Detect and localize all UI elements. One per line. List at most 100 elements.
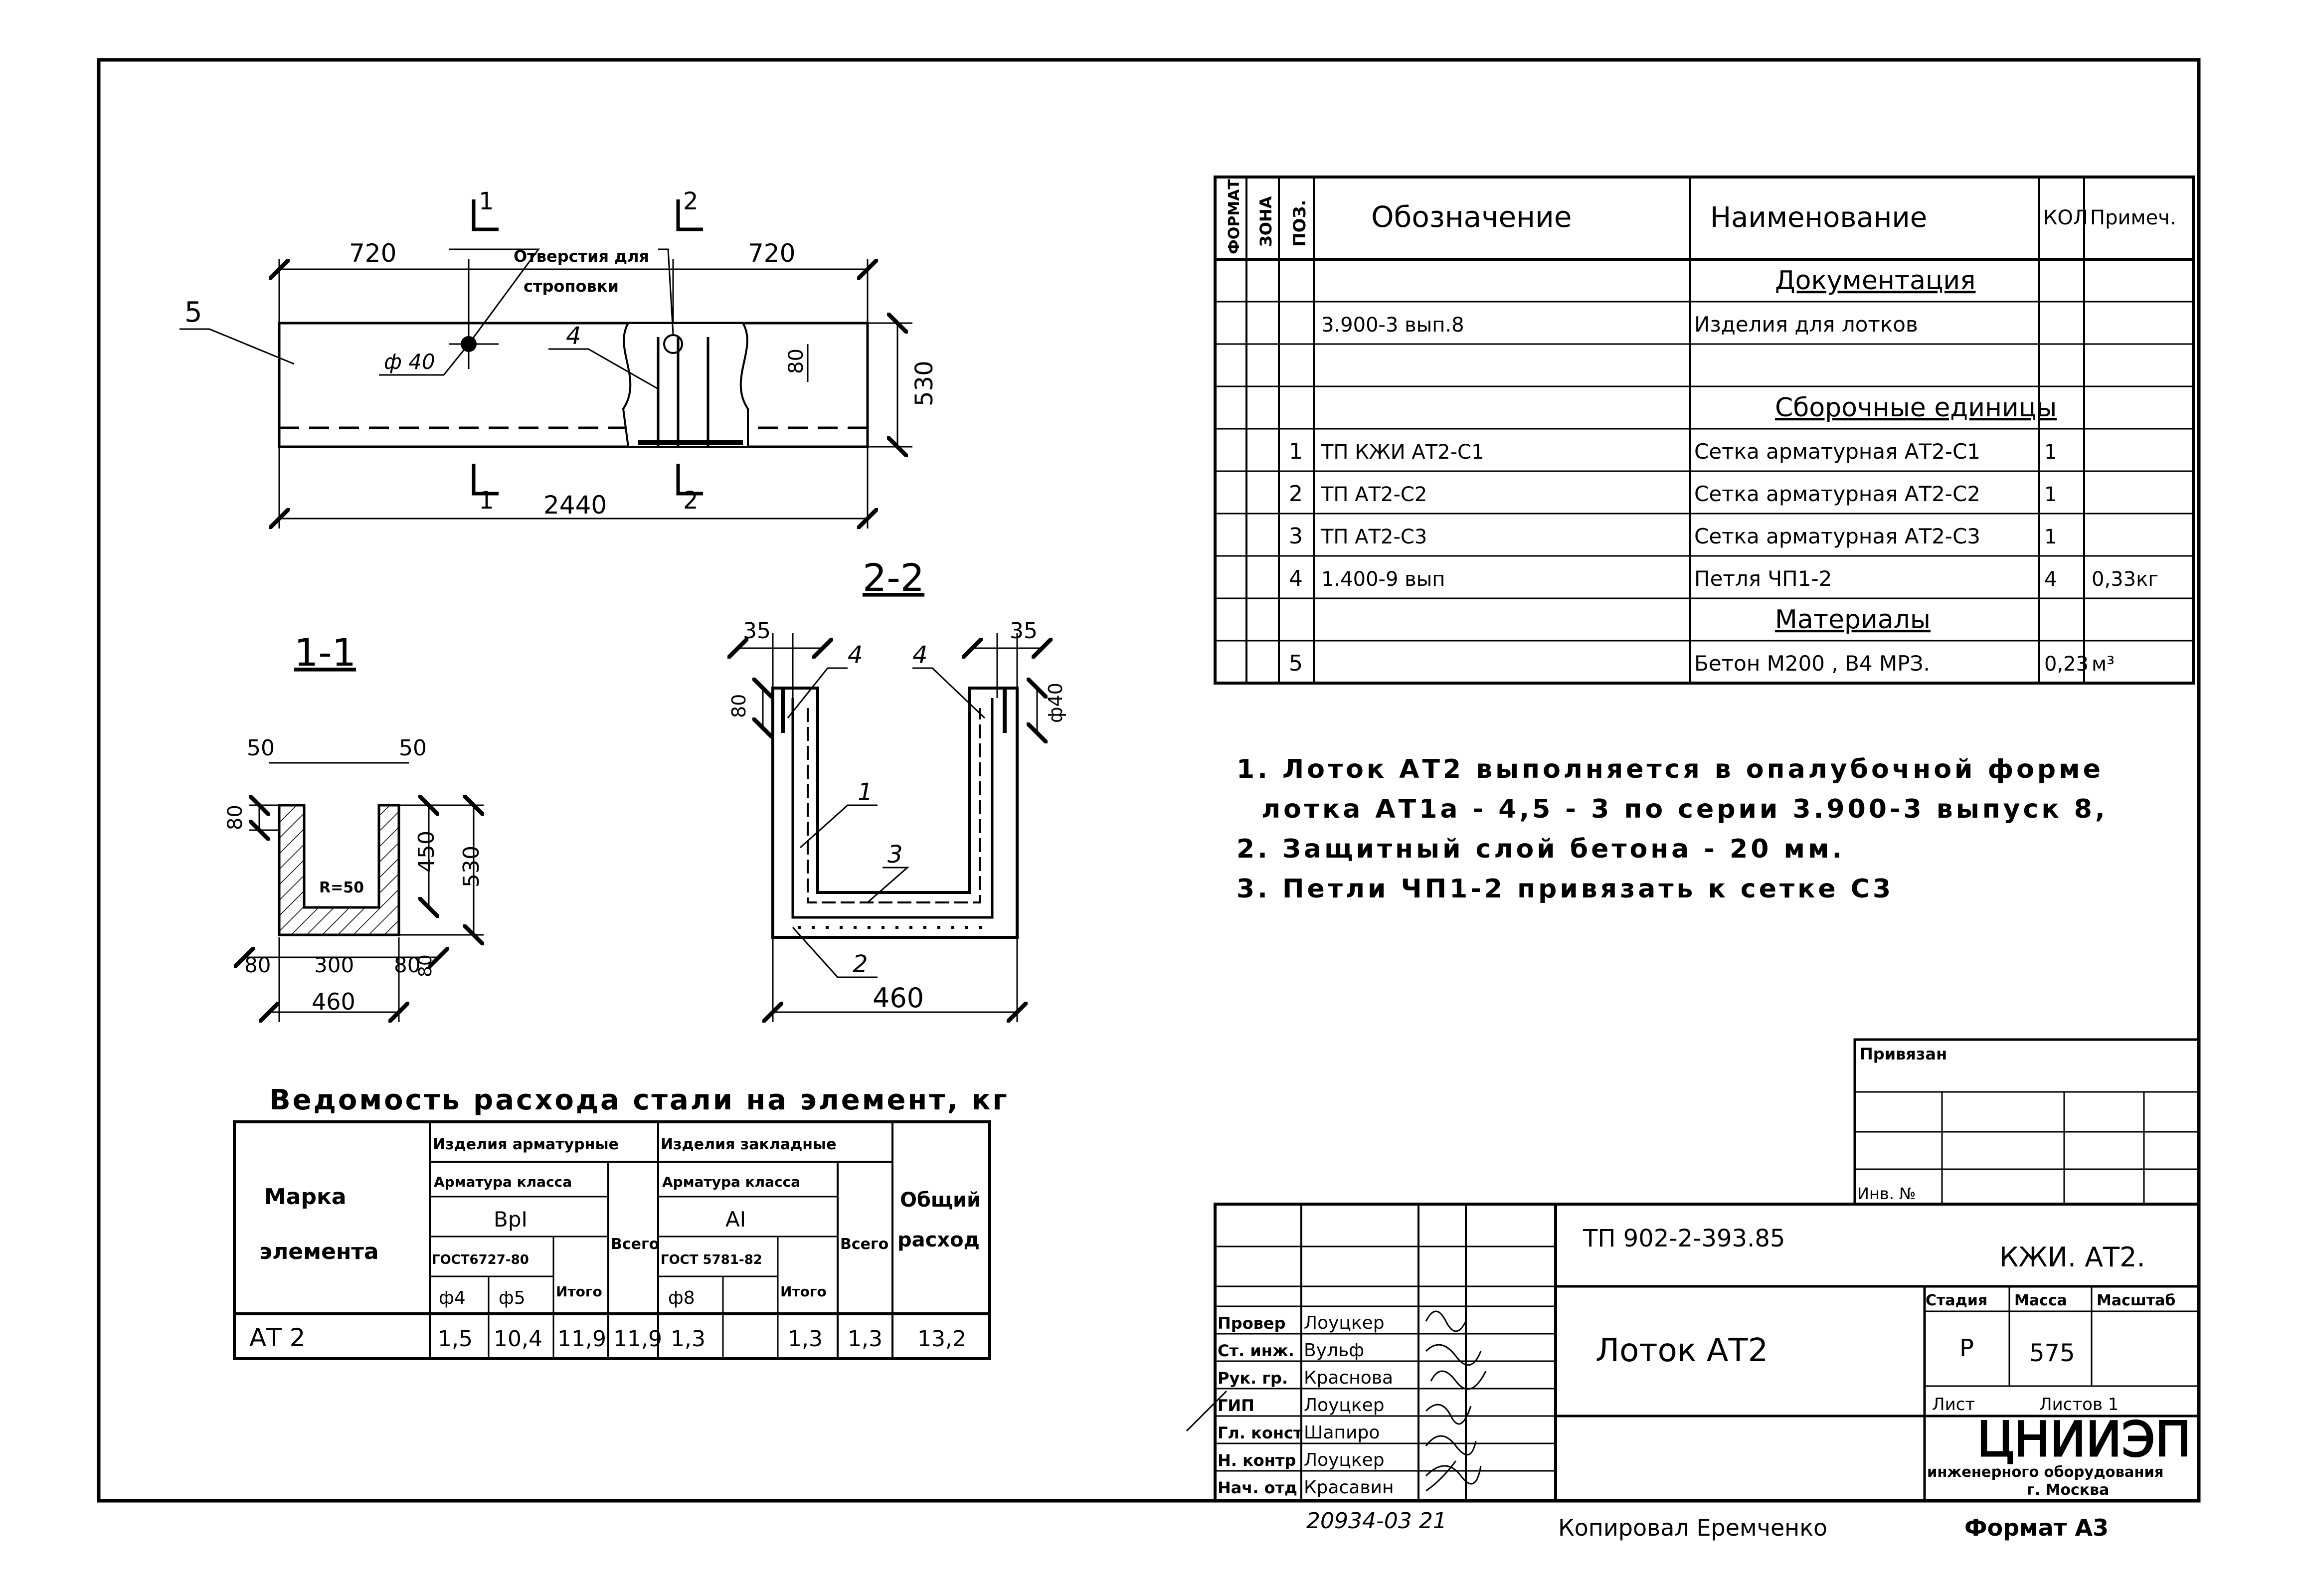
- tb-org-2: инженерного оборудования: [1927, 1463, 2163, 1480]
- pos-5-label: 5: [184, 296, 202, 329]
- note-1-cont: лотка АТ1а - 4,5 - 3 по серии 3.900-3 вы…: [1261, 794, 2108, 824]
- tb-mass-header: Масса: [2014, 1292, 2067, 1309]
- steel-h-mark: Марка: [264, 1184, 347, 1210]
- tb-role-1: Ст. инж.: [1218, 1341, 1294, 1360]
- spec-pos-9: 5: [1289, 651, 1303, 676]
- section-2-2-title: 2-2: [863, 555, 924, 600]
- spec-qty-6: 1: [2044, 526, 2057, 548]
- steel-h-mark2: элемента: [259, 1239, 379, 1264]
- steel-title: Ведомость расхода стали на элемент, кг: [269, 1084, 1009, 1116]
- s11-dim-80: 80: [224, 805, 247, 830]
- steel-d8: 1,3: [671, 1326, 706, 1352]
- spec-note-7: 0,33кг: [2092, 568, 2158, 591]
- s11-dim-460: 460: [312, 988, 355, 1015]
- s22-pos-3: 3: [887, 841, 903, 869]
- steel-vsego2: 1,3: [848, 1326, 883, 1352]
- s11-dim-450: 450: [414, 831, 439, 873]
- tb-person-5: Лоуцкер: [1304, 1450, 1385, 1470]
- tb-stage: Р: [1959, 1334, 1974, 1362]
- breakout-section: [622, 322, 749, 448]
- steel-mark: АТ 2: [249, 1323, 305, 1352]
- copied-by: Копировал Еремченко: [1558, 1514, 1827, 1541]
- cut-1-top: 1: [479, 187, 494, 215]
- s22-dim-460: 460: [873, 982, 924, 1014]
- privyazan-label: Привязан: [1860, 1045, 1947, 1064]
- s22-dim-35b: 35: [1010, 618, 1038, 644]
- spec-qty-9: 0,23: [2044, 653, 2089, 676]
- specification-table: ФОРМАТ ЗОНА ПОЗ. Обозначение Наименовани…: [1214, 176, 2195, 685]
- tb-person-0: Лоуцкер: [1304, 1313, 1385, 1333]
- format-a3: Формат А3: [1964, 1514, 2109, 1541]
- tb-role-4: Гл. конст: [1218, 1423, 1303, 1442]
- spec-pos-5: 2: [1289, 481, 1303, 507]
- s22-dim-d40: ф40: [1045, 683, 1066, 723]
- note-3: 3. Петли ЧП1-2 привязать к сетке С3: [1237, 874, 1894, 904]
- s22-pos-1: 1: [858, 778, 873, 806]
- plan-view: 720 720 2440 530 80 Отверстия для стропо…: [179, 187, 938, 529]
- spec-name-1: Изделия для лотков: [1694, 312, 1918, 337]
- spec-h-format: ФОРМАТ: [1226, 179, 1243, 254]
- dim-left-720: 720: [349, 239, 396, 268]
- tb-listov: Листов 1: [2039, 1395, 2119, 1415]
- spec-code-5: ТП АТ2-С2: [1321, 483, 1427, 506]
- spec-name-9: Бетон М200 , В4 МРЗ.: [1694, 651, 1930, 676]
- tb-role-2: Рук. гр.: [1218, 1369, 1288, 1388]
- s11-dim-80-bottom: 80: [244, 953, 271, 977]
- dim-80: 80: [785, 349, 808, 374]
- dim-right-720: 720: [748, 239, 795, 268]
- tb-role-5: Н. контр: [1218, 1451, 1296, 1470]
- s11-dim-80-side: 80: [415, 954, 436, 977]
- section-2-2: 2-2 35 35 80 ф40 460 4 4 1 3 2: [728, 555, 1066, 1022]
- steel-h-d5: ф5: [499, 1288, 526, 1308]
- general-notes: 1. Лоток АТ2 выполняется в опалубочной ф…: [1237, 754, 2108, 904]
- tb-person-4: Шапиро: [1304, 1422, 1380, 1443]
- spec-name-7: Петля ЧП1-2: [1694, 566, 1832, 591]
- cut-2-top: 2: [683, 187, 699, 215]
- steel-h-gost2: ГОСТ 5781-82: [661, 1252, 762, 1267]
- steel-h-arm: Изделия арматурные: [433, 1136, 619, 1153]
- holes-label: Отверстия для: [514, 247, 649, 266]
- footer-number: 20934-03 21: [1306, 1508, 1447, 1534]
- tb-scale-header: Масштаб: [2097, 1292, 2175, 1309]
- tb-role-6: Нач. отд: [1218, 1478, 1297, 1497]
- spec-h-pos: ПОЗ.: [1290, 200, 1310, 247]
- holes-label-2: строповки: [524, 277, 619, 296]
- steel-h-d8: ф8: [668, 1288, 695, 1308]
- spec-h-zone: ЗОНА: [1256, 196, 1275, 247]
- s11-dim-530: 530: [459, 846, 484, 887]
- s22-dim-35a: 35: [743, 618, 771, 644]
- steel-d4: 1,5: [438, 1326, 473, 1352]
- sheet-frame: [97, 58, 2201, 1503]
- s22-pos-4a: 4: [848, 641, 863, 669]
- tb-role-3: ГИП: [1218, 1396, 1254, 1415]
- spec-h-note: Примеч.: [2090, 206, 2176, 229]
- spec-pos-7: 4: [1289, 566, 1303, 591]
- s11-dim-50a: 50: [247, 735, 275, 761]
- note-2: 2. Защитный слой бетона - 20 мм.: [1237, 834, 1845, 864]
- spec-name-5: Сетка арматурная АТ2-С2: [1694, 482, 1980, 506]
- steel-h-gost1: ГОСТ6727-80: [432, 1252, 529, 1267]
- inv-label: Инв. №: [1857, 1184, 1916, 1203]
- s11-radius: R=50: [319, 879, 364, 896]
- section-1-1: 1-1 50 50 80 450 530 80 300 80 460 80 R=…: [224, 630, 484, 1022]
- steel-itogo2: 1,3: [788, 1326, 823, 1352]
- section-2-2-profile: [771, 687, 1019, 939]
- section-1-1-profile: [278, 804, 400, 936]
- tb-mass: 575: [2029, 1339, 2075, 1367]
- steel-h-d4: ф4: [439, 1288, 466, 1308]
- spec-h-designation: Обозначение: [1371, 200, 1572, 234]
- tray-outline: [278, 322, 869, 448]
- steel-h-bp: ВрI: [494, 1207, 528, 1232]
- diameter-label: ф 40: [384, 350, 435, 374]
- spec-qty-7: 4: [2044, 568, 2057, 591]
- s22-pos-2: 2: [853, 950, 868, 978]
- spec-pos-4: 1: [1289, 439, 1303, 464]
- s11-dim-300: 300: [314, 953, 354, 977]
- tb-org-3: г. Москва: [2027, 1481, 2109, 1499]
- steel-h-vsego2: Всего: [840, 1236, 888, 1253]
- s22-pos-4b: 4: [912, 641, 928, 669]
- s22-dim-80: 80: [728, 694, 750, 718]
- steel-h-vsego: Всего: [611, 1236, 659, 1253]
- steel-table: Ведомость расхода стали на элемент, кг М…: [233, 1084, 1009, 1360]
